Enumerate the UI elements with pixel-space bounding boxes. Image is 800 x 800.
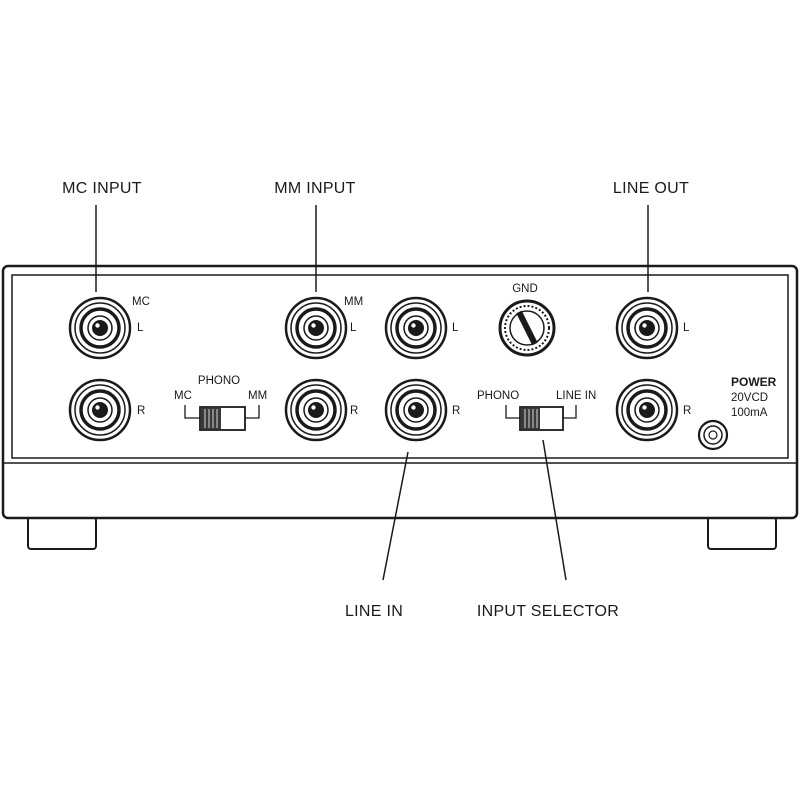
power-voltage: 20VCD — [731, 392, 768, 404]
line-in-callout: LINE IN — [345, 603, 403, 620]
line-out-left-jack[interactable] — [615, 296, 679, 360]
input-selector-callout: INPUT SELECTOR — [477, 603, 619, 620]
power-jack[interactable] — [697, 419, 729, 451]
jack-pin-highlight — [311, 323, 316, 328]
panel-labels: MC L R MM L R L R L R GND — [132, 283, 691, 417]
input-switch-line-in-label: LINE IN — [556, 390, 596, 402]
line-in-right-label: R — [452, 405, 460, 417]
left-foot — [27, 516, 97, 550]
mm-right-label: R — [350, 405, 358, 417]
phono-switch-mc-label: MC — [174, 390, 192, 402]
input-switch-phono-label: PHONO — [477, 390, 519, 402]
callout-labels: MC INPUT MM INPUT LINE OUT LINE IN INPUT… — [62, 180, 689, 620]
jack-pin — [639, 402, 655, 418]
gnd-terminal[interactable] — [498, 299, 556, 357]
jack-pin — [92, 402, 108, 418]
jack-pin-highlight — [411, 405, 416, 410]
line-out-right-jack[interactable] — [615, 378, 679, 442]
phono-switch-mm-label: MM — [248, 390, 267, 402]
jack-pin — [408, 402, 424, 418]
mc-right-jack[interactable] — [68, 378, 132, 442]
power-section: POWER 20VCD 100mA — [731, 375, 777, 419]
mm-left-label: L — [350, 322, 357, 334]
jack-pin — [308, 320, 324, 336]
phono-switch-lever-ridges — [204, 409, 218, 428]
mm-input-callout: MM INPUT — [274, 180, 356, 197]
mc-right-label: R — [137, 405, 145, 417]
input-switch-left-bracket — [505, 405, 520, 419]
input-selector-leader — [542, 439, 567, 581]
callout-lines — [95, 205, 649, 581]
line-in-left-label: L — [452, 322, 459, 334]
jack-pin-highlight — [411, 323, 416, 328]
mm-left-jack[interactable] — [284, 296, 348, 360]
phono-switch-left-bracket — [184, 405, 200, 419]
jack-pin-highlight — [642, 323, 647, 328]
mc-left-label: L — [137, 322, 144, 334]
mm-right-jack[interactable] — [284, 378, 348, 442]
rca-jacks — [68, 296, 679, 442]
jack-pin — [639, 320, 655, 336]
phono-mc-mm-switch[interactable]: PHONO MC MM — [174, 375, 267, 431]
jack-pin-highlight — [95, 405, 100, 410]
jack-pin — [92, 320, 108, 336]
line-out-callout: LINE OUT — [613, 180, 689, 197]
jack-pin — [308, 402, 324, 418]
power-current: 100mA — [731, 407, 768, 419]
line-out-left-label: L — [683, 322, 690, 334]
power-jack-pin — [708, 430, 718, 440]
line-out-right-label: R — [683, 405, 691, 417]
phono-switch-right-bracket — [245, 405, 260, 419]
mm-jack-label: MM — [344, 296, 363, 308]
jack-pin — [408, 320, 424, 336]
input-switch-lever-ridges — [524, 409, 538, 428]
input-switch-right-bracket — [563, 405, 577, 419]
right-foot — [707, 516, 777, 550]
line-in-left-jack[interactable] — [384, 296, 448, 360]
line-in-right-jack[interactable] — [384, 378, 448, 442]
gnd-terminal-slot — [516, 310, 538, 346]
mc-jack-label: MC — [132, 296, 150, 308]
gnd-label: GND — [512, 283, 538, 295]
input-switch-lever[interactable] — [521, 408, 540, 429]
jack-pin-highlight — [642, 405, 647, 410]
power-title: POWER — [731, 375, 777, 389]
jack-pin-highlight — [311, 405, 316, 410]
phono-switch-title: PHONO — [198, 375, 240, 387]
line-in-leader — [382, 451, 409, 581]
phono-switch-lever[interactable] — [201, 408, 221, 429]
device-feet — [27, 516, 777, 550]
input-selector-switch[interactable]: PHONO LINE IN — [477, 390, 596, 431]
mc-left-jack[interactable] — [68, 296, 132, 360]
jack-pin-highlight — [95, 323, 100, 328]
mc-input-callout: MC INPUT — [62, 180, 142, 197]
